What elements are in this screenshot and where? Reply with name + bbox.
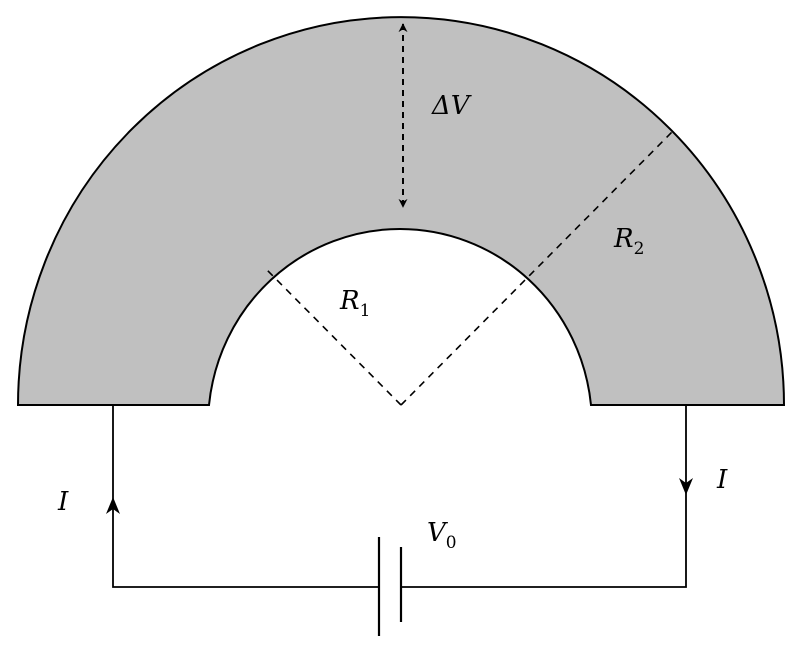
semicircular-shell [16, 16, 786, 406]
radius-r1-line [264, 267, 402, 406]
v0-label: V0 [427, 518, 457, 553]
current-label-right: I [716, 465, 728, 495]
current-arrow-up-icon [106, 497, 120, 514]
wire-right [401, 405, 687, 588]
current-arrow-down-icon [679, 478, 693, 495]
r2-label: R2 [613, 224, 644, 259]
r1-label: R1 [339, 286, 370, 321]
current-label-left: I [57, 487, 69, 517]
wire-left [112, 405, 379, 588]
delta-v-label: ΔV [431, 91, 472, 121]
